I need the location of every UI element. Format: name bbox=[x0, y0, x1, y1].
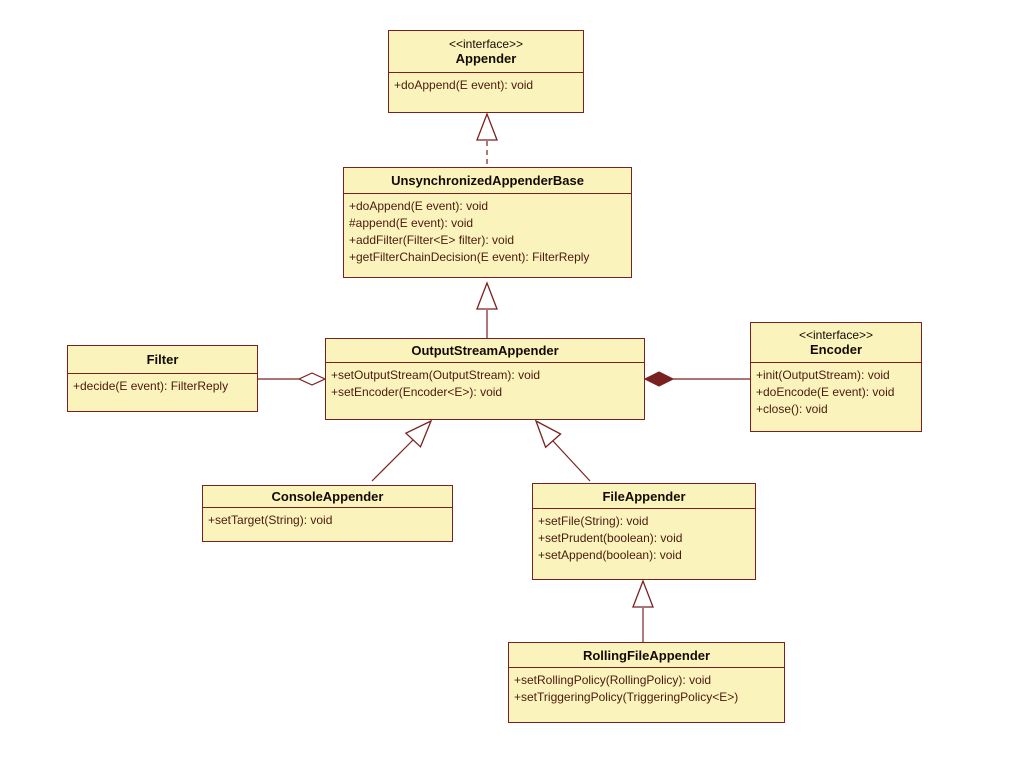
class-methods-compartment: +init(OutputStream): void +doEncode(E ev… bbox=[751, 363, 921, 431]
class-title-compartment: OutputStreamAppender bbox=[326, 339, 644, 363]
class-methods-compartment: +doAppend(E event): void #append(E event… bbox=[344, 194, 631, 277]
class-name: RollingFileAppender bbox=[582, 647, 711, 663]
class-title-compartment: UnsynchronizedAppenderBase bbox=[344, 168, 631, 194]
method-label: +doAppend(E event): void bbox=[349, 199, 489, 213]
class-box-encoder: <<interface>> Encoder +init(OutputStream… bbox=[750, 322, 922, 432]
method-label: +setAppend(boolean): void bbox=[538, 548, 682, 562]
class-box-appender: <<interface>> Appender +doAppend(E event… bbox=[388, 30, 584, 113]
method-label: +decide(E event): FilterReply bbox=[73, 379, 229, 393]
generalization-arrow-outputstreamappender-to-unsynchronizedappenderbase bbox=[476, 281, 498, 338]
method-label: +setRollingPolicy(RollingPolicy): void bbox=[514, 673, 712, 687]
class-title-compartment: RollingFileAppender bbox=[509, 643, 784, 668]
composition-link-outputstreamappender-encoder bbox=[643, 371, 750, 387]
class-title-compartment: Filter bbox=[68, 346, 257, 374]
class-box-outputstreamappender: OutputStreamAppender +setOutputStream(Ou… bbox=[325, 338, 645, 420]
method-label: +doAppend(E event): void bbox=[394, 78, 534, 92]
class-name: ConsoleAppender bbox=[271, 489, 384, 504]
method-label: +init(OutputStream): void bbox=[756, 368, 890, 382]
class-name: OutputStreamAppender bbox=[411, 343, 559, 358]
class-box-unsynchronizedappenderbase: UnsynchronizedAppenderBase +doAppend(E e… bbox=[343, 167, 632, 278]
method-label: +getFilterChainDecision(E event): Filter… bbox=[349, 250, 590, 264]
class-methods-compartment: +doAppend(E event): void bbox=[389, 73, 583, 112]
class-methods-compartment: +setRollingPolicy(RollingPolicy): void +… bbox=[509, 668, 784, 722]
class-box-fileappender: FileAppender +setFile(String): void +set… bbox=[532, 483, 756, 580]
method-label: +setTriggeringPolicy(TriggeringPolicy<E>… bbox=[514, 690, 739, 704]
class-title-compartment: ConsoleAppender bbox=[203, 486, 452, 508]
method-label: +setOutputStream(OutputStream): void bbox=[331, 368, 541, 382]
stereotype-label: <<interface>> bbox=[448, 37, 524, 51]
class-methods-compartment: +decide(E event): FilterReply bbox=[68, 374, 257, 411]
class-name: Encoder bbox=[809, 342, 862, 357]
class-box-consoleappender: ConsoleAppender +setTarget(String): void bbox=[202, 485, 453, 542]
method-label: +doEncode(E event): void bbox=[756, 385, 895, 399]
realization-arrow-unsynchronizedappenderbase-to-appender bbox=[476, 112, 498, 167]
aggregation-link-outputstreamappender-filter bbox=[258, 372, 327, 386]
class-name: Appender bbox=[455, 51, 517, 66]
class-box-rollingfileappender: RollingFileAppender +setRollingPolicy(Ro… bbox=[508, 642, 785, 723]
stereotype-label: <<interface>> bbox=[798, 328, 874, 342]
method-label: +setTarget(String): void bbox=[208, 513, 333, 527]
method-label: +addFilter(Filter<E> filter): void bbox=[349, 233, 515, 247]
class-methods-compartment: +setOutputStream(OutputStream): void +se… bbox=[326, 363, 644, 419]
method-label: +setPrudent(boolean): void bbox=[538, 531, 683, 545]
class-name: Filter bbox=[146, 352, 179, 367]
class-methods-compartment: +setFile(String): void +setPrudent(boole… bbox=[533, 509, 755, 579]
class-title-compartment: <<interface>> Encoder bbox=[751, 323, 921, 363]
generalization-arrow-consoleappender-to-outputstreamappender bbox=[371, 419, 433, 482]
class-title-compartment: FileAppender bbox=[533, 484, 755, 509]
generalization-arrow-rollingfileappender-to-fileappender bbox=[632, 579, 654, 642]
method-label: +setEncoder(Encoder<E>): void bbox=[331, 385, 503, 399]
method-label: #append(E event): void bbox=[349, 216, 474, 230]
method-label: +close(): void bbox=[756, 402, 828, 416]
class-title-compartment: <<interface>> Appender bbox=[389, 31, 583, 73]
class-box-filter: Filter +decide(E event): FilterReply bbox=[67, 345, 258, 412]
generalization-arrow-fileappender-to-outputstreamappender bbox=[534, 419, 591, 482]
class-name: FileAppender bbox=[602, 488, 686, 504]
class-methods-compartment: +setTarget(String): void bbox=[203, 508, 452, 541]
method-label: +setFile(String): void bbox=[538, 514, 649, 528]
class-name: UnsynchronizedAppenderBase bbox=[391, 173, 584, 188]
